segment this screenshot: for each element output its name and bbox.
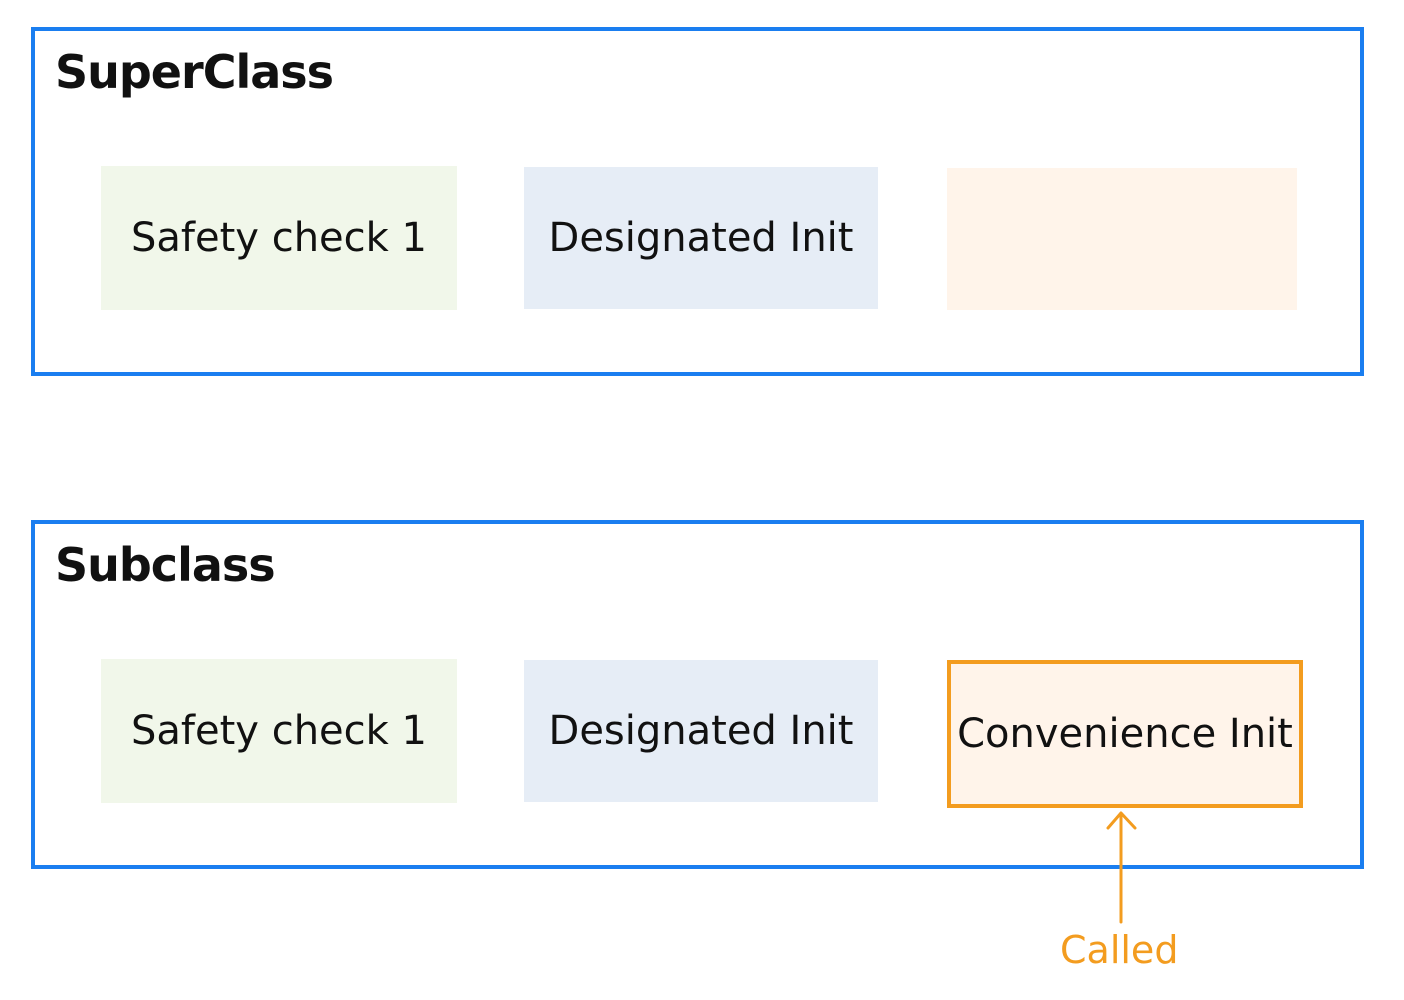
superclass-designated-init-box: Designated Init	[524, 167, 878, 309]
superclass-title: SuperClass	[55, 45, 334, 99]
subclass-container: Subclass Safety check 1 Designated Init …	[31, 520, 1364, 869]
subclass-convenience-init-box: Convenience Init	[947, 660, 1303, 808]
superclass-safety-check-box: Safety check 1	[101, 166, 457, 310]
superclass-convenience-init-box	[947, 168, 1297, 310]
superclass-container: SuperClass Safety check 1 Designated Ini…	[31, 27, 1364, 376]
subclass-safety-check-box: Safety check 1	[101, 659, 457, 803]
subclass-designated-init-box: Designated Init	[524, 660, 878, 802]
subclass-title: Subclass	[55, 538, 276, 592]
called-label: Called	[1060, 928, 1179, 972]
